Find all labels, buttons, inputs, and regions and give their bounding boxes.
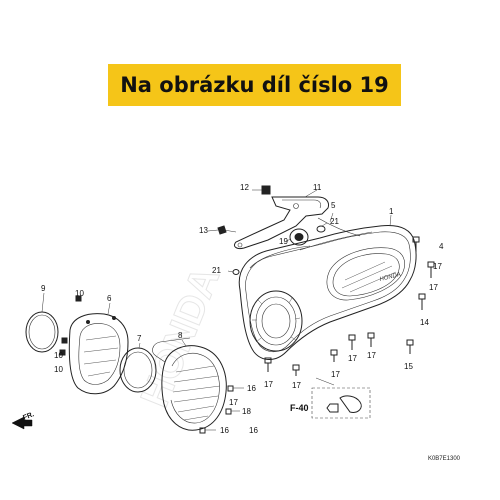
- label-17-d: 17: [367, 351, 376, 360]
- bolt-13: [217, 225, 237, 235]
- label-17-f: 17: [292, 381, 301, 390]
- label-10-low: 10: [54, 365, 63, 374]
- label-17-e: 17: [331, 370, 340, 379]
- label-17-c: 17: [348, 354, 357, 363]
- label-18: 18: [242, 407, 251, 416]
- svg-text:HONDA: HONDA: [379, 272, 401, 283]
- clutch-cover-ring: [249, 290, 303, 352]
- hose-5: [317, 217, 361, 237]
- label-leaders: [41, 189, 392, 349]
- bracket-11: [233, 185, 329, 249]
- diagram-code: K0B7E1300: [428, 456, 461, 462]
- label-6: 6: [107, 294, 112, 303]
- label-1: 1: [389, 207, 394, 216]
- label-11: 11: [313, 183, 322, 192]
- f40-inset: [311, 377, 371, 419]
- cover-bolts: [264, 236, 435, 376]
- crankcase-cover: HONDA: [238, 225, 417, 360]
- seal-ring-7: [119, 347, 157, 393]
- label-16-b: 16: [249, 426, 258, 435]
- label-15: 15: [404, 362, 413, 371]
- label-19: 19: [279, 237, 288, 246]
- seal-19: [289, 228, 309, 246]
- label-8: 8: [178, 331, 183, 340]
- title-banner: Na obrázku díl číslo 19: [108, 64, 401, 106]
- label-21-left: 21: [212, 266, 221, 275]
- label-13: 13: [199, 226, 208, 235]
- label-17-h: 17: [229, 398, 238, 407]
- label-5: 5: [331, 201, 336, 210]
- pin-21-left: [232, 269, 240, 275]
- front-direction-label: FR.: [22, 411, 35, 422]
- pin-21-top: [316, 225, 326, 233]
- o-ring-9: [25, 311, 59, 353]
- label-17-b: 17: [433, 262, 442, 271]
- label-16-a: 16: [247, 384, 256, 393]
- label-16-c: 16: [220, 426, 229, 435]
- fan-cover-bolts: [199, 385, 244, 434]
- air-duct-6: [59, 295, 129, 395]
- label-14: 14: [420, 318, 429, 327]
- front-direction-arrow: [11, 416, 33, 430]
- part-labels: 1 4 5 6 7 8 9 10 10 10 11 12 13 14 15 16…: [41, 183, 444, 435]
- fan-cover-8: [152, 337, 227, 431]
- label-9: 9: [41, 284, 46, 293]
- label-10-mid: 10: [54, 351, 63, 360]
- label-4: 4: [439, 242, 444, 251]
- label-21-top: 21: [330, 217, 339, 226]
- title-banner-text: Na obrázku díl číslo 19: [120, 73, 389, 97]
- label-17-a: 17: [429, 283, 438, 292]
- label-17-g: 17: [264, 380, 273, 389]
- reference-f40[interactable]: F-40: [290, 403, 309, 413]
- label-12: 12: [240, 183, 249, 192]
- label-10-top: 10: [75, 289, 84, 298]
- label-7: 7: [137, 334, 142, 343]
